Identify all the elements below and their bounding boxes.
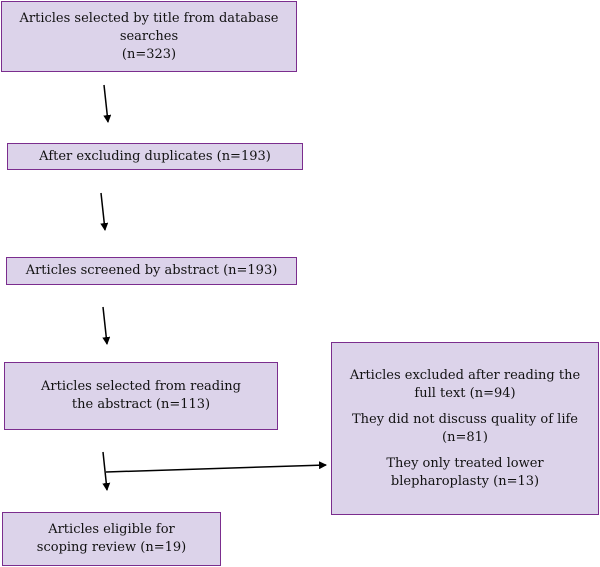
box4-line2: the abstract (n=113) [71, 397, 211, 412]
excluded-line3: They did not discuss quality of life [351, 411, 579, 427]
excluded-line5: They only treated lower [386, 455, 544, 471]
excluded-line6: blepharoplasty (n=13) [390, 473, 540, 489]
box1-line1: Articles selected by title from database [19, 10, 279, 26]
box1-line3: (n=323) [121, 46, 177, 62]
box-eligible-for-review: Articles eligible for scoping review (n=… [2, 512, 221, 566]
box1-line2: searches [119, 28, 179, 44]
box2-line1: After excluding duplicates (n=193) [39, 148, 271, 164]
excluded-line2: full text (n=94) [414, 385, 516, 401]
box-articles-selected-by-title: Articles selected by title from database… [1, 1, 297, 72]
box5-line1: Articles eligible for [48, 522, 175, 537]
arrow-to-excluded [105, 461, 327, 473]
box4-line1: Articles selected from reading [41, 379, 241, 394]
box5-line2: scoping review (n=19) [36, 540, 187, 555]
excluded-line1: Articles excluded after reading the [349, 367, 581, 383]
excluded-line4: (n=81) [442, 429, 488, 445]
box-after-excluding-duplicates: After excluding duplicates (n=193) [7, 143, 303, 170]
arrow-2-to-3 [100, 192, 109, 231]
arrow-3-to-4 [102, 306, 111, 345]
arrow-4-to-5 [102, 451, 111, 491]
box3-line1: Articles screened by abstract (n=193) [25, 263, 278, 278]
box-selected-from-abstract: Articles selected from reading the abstr… [4, 362, 278, 430]
box-screened-by-abstract: Articles screened by abstract (n=193) [6, 257, 297, 285]
box-excluded-full-text: Articles excluded after reading the full… [331, 342, 599, 515]
arrow-1-to-2 [103, 84, 112, 123]
